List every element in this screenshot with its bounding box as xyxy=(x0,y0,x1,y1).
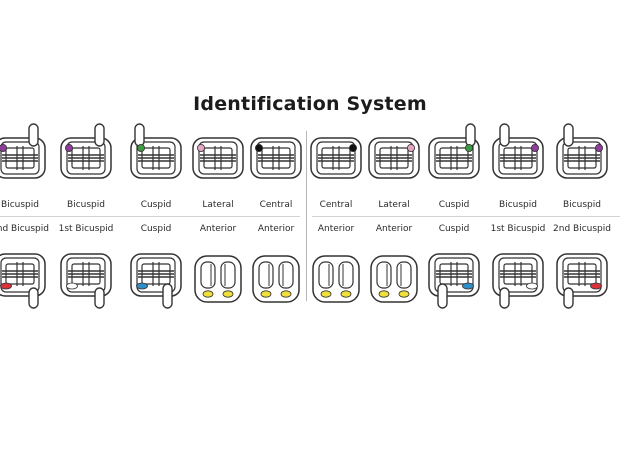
page-title: Identification System xyxy=(193,93,427,115)
lateral-bracket-icon xyxy=(189,124,247,188)
cuspid-bracket-hook-icon xyxy=(425,123,483,188)
upper-label: Central xyxy=(319,200,353,210)
upper-label: Lateral xyxy=(378,200,410,210)
lower-label: Cuspid xyxy=(140,224,172,234)
anterior-bracket-icon xyxy=(247,246,305,310)
bicuspid-bracket-hook-icon xyxy=(0,123,49,188)
cuspid-bracket-hook-icon xyxy=(127,246,185,310)
lower-label: Anterior xyxy=(375,224,413,234)
upper-label: Bicuspid xyxy=(1,200,39,210)
anterior-bracket-icon xyxy=(307,246,365,310)
center-divider xyxy=(306,131,307,301)
lower-label: Cuspid xyxy=(438,224,470,234)
lower-label: Anterior xyxy=(257,224,295,234)
upper-label: Central xyxy=(259,200,293,210)
second-bicuspid-bracket-icon xyxy=(0,246,49,310)
upper-label: Cuspid xyxy=(438,200,470,210)
lower-label: 2nd Bicuspid xyxy=(553,224,611,234)
lower-label: 1st Bicuspid xyxy=(58,224,114,234)
lower-label: 1st Bicuspid xyxy=(490,224,546,234)
lateral-bracket-icon xyxy=(365,124,423,188)
cuspid-bracket-hook-icon xyxy=(127,123,185,188)
bicuspid-bracket-hook-icon xyxy=(489,123,547,188)
lower-label: Anterior xyxy=(199,224,237,234)
central-bracket-icon xyxy=(307,124,365,188)
central-bracket-icon xyxy=(247,124,305,188)
row-separator-left xyxy=(0,216,300,217)
second-bicuspid-bracket-icon xyxy=(553,246,611,310)
upper-label: Lateral xyxy=(202,200,234,210)
first-bicuspid-bracket-icon xyxy=(57,246,115,310)
upper-label: Bicuspid xyxy=(67,200,105,210)
first-bicuspid-bracket-icon xyxy=(489,246,547,310)
upper-label: Bicuspid xyxy=(563,200,601,210)
lower-label: Anterior xyxy=(317,224,355,234)
anterior-bracket-icon xyxy=(365,246,423,310)
anterior-bracket-icon xyxy=(189,246,247,310)
upper-label: Bicuspid xyxy=(499,200,537,210)
bicuspid-bracket-hook-icon xyxy=(553,123,611,188)
row-separator-right xyxy=(312,216,620,217)
bicuspid-bracket-hook-icon xyxy=(57,123,115,188)
upper-label: Cuspid xyxy=(140,200,172,210)
lower-label: 2nd Bicuspid xyxy=(0,224,49,234)
cuspid-bracket-hook-icon xyxy=(425,246,483,310)
